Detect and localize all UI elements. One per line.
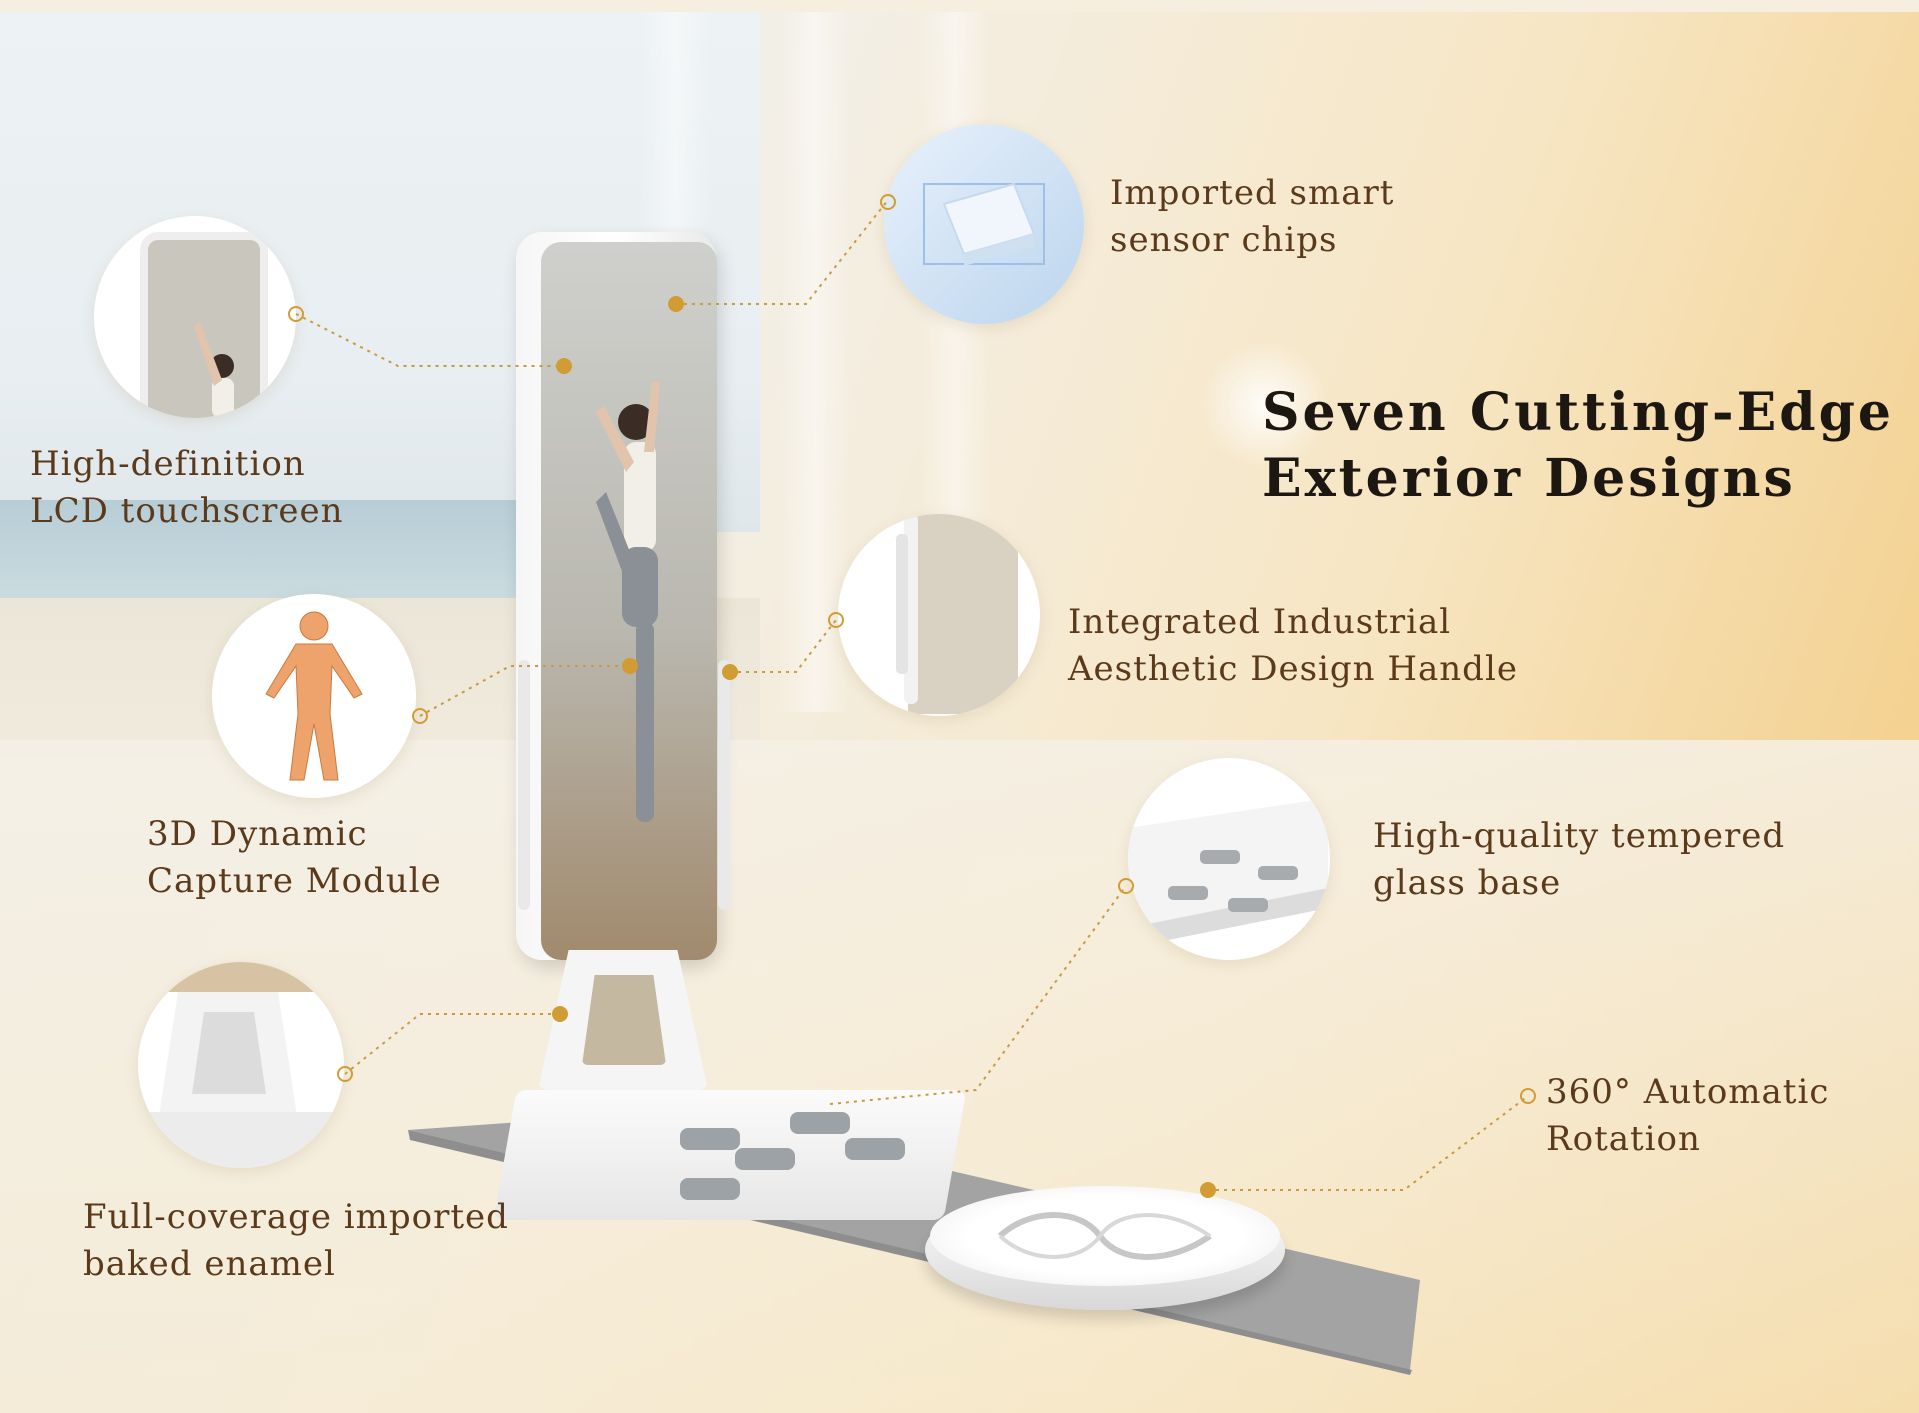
feature-label-line: Integrated Industrial	[1068, 602, 1452, 642]
body-scan-icon	[265, 611, 363, 781]
handle-icon	[896, 514, 1018, 714]
feature-bubble	[94, 216, 296, 418]
marker-dot	[622, 658, 638, 674]
feature-label-line: Imported smart	[1110, 173, 1395, 213]
sensor-chip-icon	[923, 182, 1045, 266]
marker-dot	[668, 296, 684, 312]
marker-dot	[552, 1006, 568, 1022]
feature-label-line: LCD touchscreen	[30, 491, 344, 531]
feature-bubble	[212, 594, 416, 798]
light-glow	[1200, 340, 1330, 470]
glass-base-icon	[1128, 798, 1328, 948]
top-strip	[0, 0, 1919, 12]
title-line: Exterior Designs	[1262, 448, 1796, 509]
feature-label-line: High-quality tempered	[1373, 816, 1786, 856]
feature-label-line: 3D Dynamic	[147, 814, 368, 854]
feature-label-line: glass base	[1373, 863, 1562, 903]
feature-label-glass-base: High-quality tempered glass base	[1373, 813, 1785, 907]
base-electrode	[680, 1178, 740, 1200]
page-title: Seven Cutting-Edge Exterior Designs	[1262, 380, 1894, 512]
feature-label-line: Aesthetic Design Handle	[1068, 649, 1518, 689]
side-handle-left	[518, 660, 530, 910]
feature-label-sensor-chips: Imported smart sensor chips	[1110, 170, 1394, 264]
marker-dot	[556, 358, 572, 374]
feature-label-line: Capture Module	[147, 861, 442, 901]
feature-label-lcd-touchscreen: High-definition LCD touchscreen	[30, 441, 344, 535]
base-electrode	[735, 1148, 795, 1170]
base-electrode	[790, 1112, 850, 1134]
feature-label-line: sensor chips	[1110, 220, 1338, 260]
feature-label-line: High-definition	[30, 444, 306, 484]
dancer-figure	[596, 382, 660, 822]
feature-label-baked-enamel: Full-coverage imported baked enamel	[83, 1194, 509, 1288]
marker-ring	[1520, 1088, 1536, 1104]
title-line: Seven Cutting-Edge	[1262, 382, 1895, 443]
feature-bubble	[838, 514, 1040, 716]
marker-dot	[1200, 1182, 1216, 1198]
base-electrode	[680, 1128, 740, 1150]
marker-ring	[337, 1066, 353, 1082]
mirror-screen-icon	[140, 232, 268, 418]
footprint-icon	[997, 1212, 1212, 1260]
feature-label-line: baked enamel	[83, 1244, 336, 1284]
marker-ring	[1118, 878, 1134, 894]
marker-ring	[288, 306, 304, 322]
side-handle-right	[718, 660, 730, 910]
feature-label-rotation: 360° Automatic Rotation	[1546, 1069, 1829, 1163]
feature-label-line: Rotation	[1546, 1119, 1701, 1159]
marker-dot	[722, 664, 738, 680]
curtain-fold	[780, 12, 850, 712]
marker-ring	[828, 612, 844, 628]
marker-ring	[412, 708, 428, 724]
feature-bubble	[1128, 758, 1330, 960]
feature-bubble	[884, 124, 1084, 324]
base-electrode	[845, 1138, 905, 1160]
marker-ring	[880, 194, 896, 210]
feature-label-capture-module: 3D Dynamic Capture Module	[147, 811, 442, 905]
feature-label-line: Full-coverage imported	[83, 1197, 509, 1237]
stand-cutout	[582, 975, 666, 1065]
feature-label-design-handle: Integrated Industrial Aesthetic Design H…	[1068, 599, 1518, 693]
rotating-platform-top	[930, 1186, 1280, 1286]
feature-label-line: 360° Automatic	[1546, 1072, 1830, 1112]
